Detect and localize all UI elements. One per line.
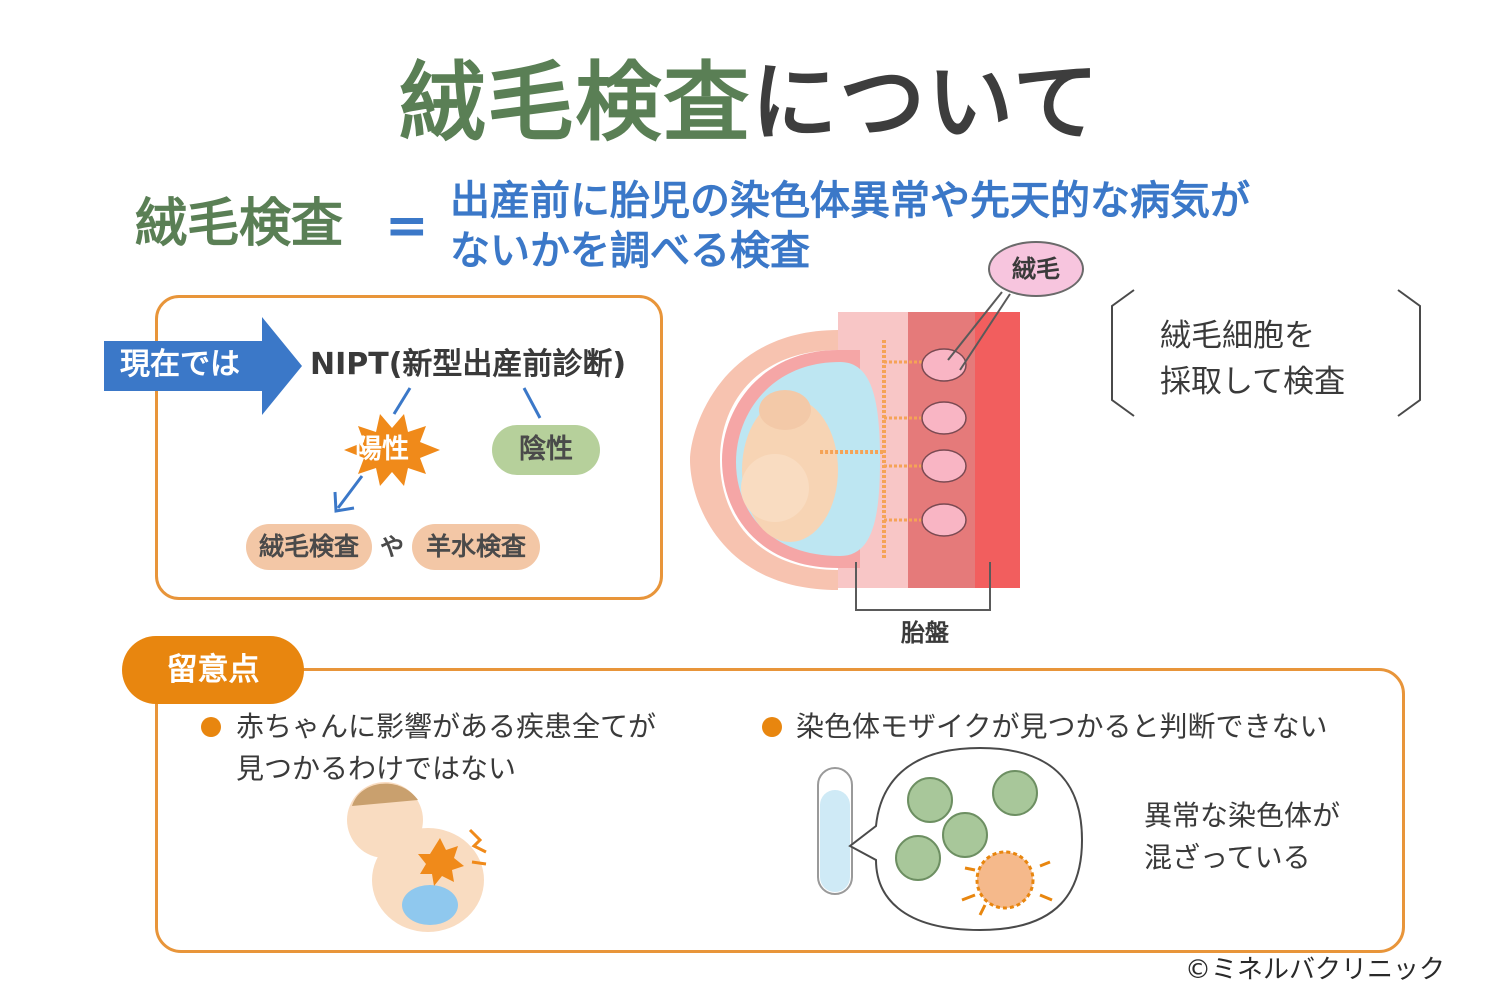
right-bracket-icon xyxy=(1397,289,1421,417)
negative-pill: 陰性 xyxy=(492,425,600,475)
amniotic-exam-pill: 羊水検査 xyxy=(412,524,540,570)
villi-label-bubble: 絨毛 xyxy=(988,241,1084,297)
arrow-label: 現在では xyxy=(120,347,240,382)
abnormal-note-line-2: 混ざっている xyxy=(1144,841,1311,874)
definition-term: 絨毛検査 xyxy=(135,194,344,254)
crying-baby-illustration xyxy=(347,782,487,932)
bullet-icon xyxy=(201,717,221,737)
sampling-note: 絨毛細胞を 採取して検査 xyxy=(1160,313,1410,405)
placenta-bracket xyxy=(855,562,991,611)
abnormal-chromosome-note: 異常な染色体が 混ざっている xyxy=(1144,795,1384,879)
connector-line-negative xyxy=(522,387,542,419)
copyright: ©ミネルバクリニック xyxy=(1185,955,1446,985)
definition-line-1: 出産前に胎児の染色体異常や先天的な病気が xyxy=(450,178,1250,224)
sampling-note-line-1: 絨毛細胞を xyxy=(1160,318,1315,354)
nipt-flow-box xyxy=(155,295,663,600)
definition-line-2: ないかを調べる検査 xyxy=(450,228,810,274)
caution-tab: 留意点 xyxy=(122,636,304,704)
placenta-label: 胎盤 xyxy=(901,619,949,647)
title-main: 絨毛検査 xyxy=(399,53,752,153)
abnormal-note-line-1: 異常な染色体が xyxy=(1144,799,1341,832)
villus-exam-pill: 絨毛検査 xyxy=(246,524,372,570)
caution-point-1-line-1: 赤ちゃんに影響がある疾患全てが xyxy=(236,710,657,743)
bullet-icon xyxy=(762,717,782,737)
arrow-right-icon xyxy=(104,317,302,415)
caution-point-1: 赤ちゃんに影響がある疾患全てが 見つかるわけではない xyxy=(236,706,706,790)
sampling-note-line-2: 採取して検査 xyxy=(1160,364,1346,400)
arrow-head-icon xyxy=(333,491,355,513)
starburst-icon xyxy=(344,414,440,486)
caution-point-1-line-2: 見つかるわけではない xyxy=(236,752,517,785)
equals-sign: = xyxy=(385,196,429,256)
left-bracket-icon xyxy=(1111,289,1135,417)
page-title: 絨毛検査について xyxy=(0,48,1500,158)
definition-text: 出産前に胎児の染色体異常や先天的な病気が ないかを調べる検査 xyxy=(450,176,1410,276)
caution-point-2: 染色体モザイクが見つかると判断できない xyxy=(796,710,1328,743)
test-tube-illustration xyxy=(817,767,853,895)
caution-box xyxy=(155,668,1405,953)
fetus-placenta-illustration xyxy=(690,291,1020,611)
positive-label: 陽性 xyxy=(355,434,409,465)
connector-text: や xyxy=(380,533,404,561)
connector-line-positive xyxy=(392,387,412,415)
nipt-test-name: NIPT(新型出産前診断) xyxy=(310,347,627,382)
arrow-down-left-line xyxy=(336,475,364,509)
title-suffix: について xyxy=(751,53,1101,153)
chromosome-cells xyxy=(895,770,1053,916)
